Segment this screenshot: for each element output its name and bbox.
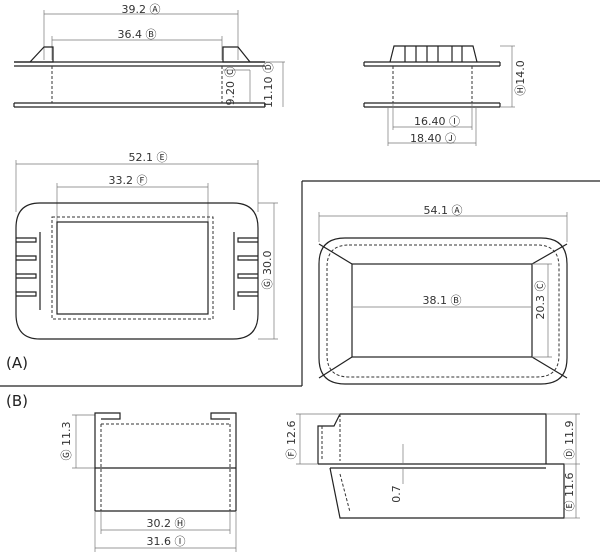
view-b-plan: 54.1 Ⓐ 38.1 Ⓑ 20.3 Ⓒ: [318, 204, 568, 385]
dim-i-31-6: 31.6 Ⓘ: [147, 535, 186, 548]
dim-e-11-6: Ⓔ 11.6: [563, 473, 576, 512]
label-part-b: (B): [6, 392, 28, 410]
label-part-a: (A): [6, 354, 28, 372]
dim-a-39-2: 39.2 Ⓐ: [122, 3, 161, 16]
view-b-frame: [0, 180, 600, 387]
dim-c-20-3: 20.3 Ⓒ: [534, 281, 547, 320]
view-a-plan: 52.1 Ⓔ 33.2 Ⓕ Ⓖ 30.0: [15, 151, 278, 340]
dim-f-33-2: 33.2 Ⓕ: [109, 174, 148, 187]
dim-d-11-9: Ⓓ 11.9: [563, 421, 576, 460]
dim-b-38-1: 38.1 Ⓑ: [423, 294, 462, 307]
dim-f-12-6: Ⓕ 12.6: [285, 421, 298, 460]
dim-b-36-4: 36.4 Ⓑ: [118, 28, 157, 41]
dim-h-14-0: Ⓗ14.0: [514, 60, 527, 96]
view-a-end: Ⓗ14.0 16.40 Ⓘ 18.40 Ⓙ: [363, 45, 527, 146]
dim-g-11-3: Ⓖ 11.3: [60, 422, 73, 461]
dim-i-16-40: 16.40 Ⓘ: [414, 115, 460, 128]
dim-e-52-1: 52.1 Ⓔ: [129, 151, 168, 164]
dim-h-30-2: 30.2 Ⓗ: [147, 517, 186, 530]
dim-d-11-10: 11.10 Ⓓ: [262, 62, 275, 108]
dim-g-30-0: Ⓖ 30.0: [261, 251, 274, 290]
dim-wall-0-7: 0.7: [390, 485, 403, 503]
view-b-section: Ⓕ 12.6 Ⓓ 11.9 Ⓔ 11.6 0.7: [285, 413, 580, 519]
dim-c-9-20: 9.20 Ⓒ: [224, 67, 237, 106]
dim-j-18-40: 18.40 Ⓙ: [410, 132, 456, 145]
view-a-side: 39.2 Ⓐ 36.4 Ⓑ 9.20 Ⓒ 11.10 Ⓓ: [13, 3, 285, 108]
view-b-side: Ⓖ 11.3 30.2 Ⓗ 31.6 Ⓘ: [60, 412, 237, 552]
dim-a-54-1: 54.1 Ⓐ: [424, 204, 463, 217]
